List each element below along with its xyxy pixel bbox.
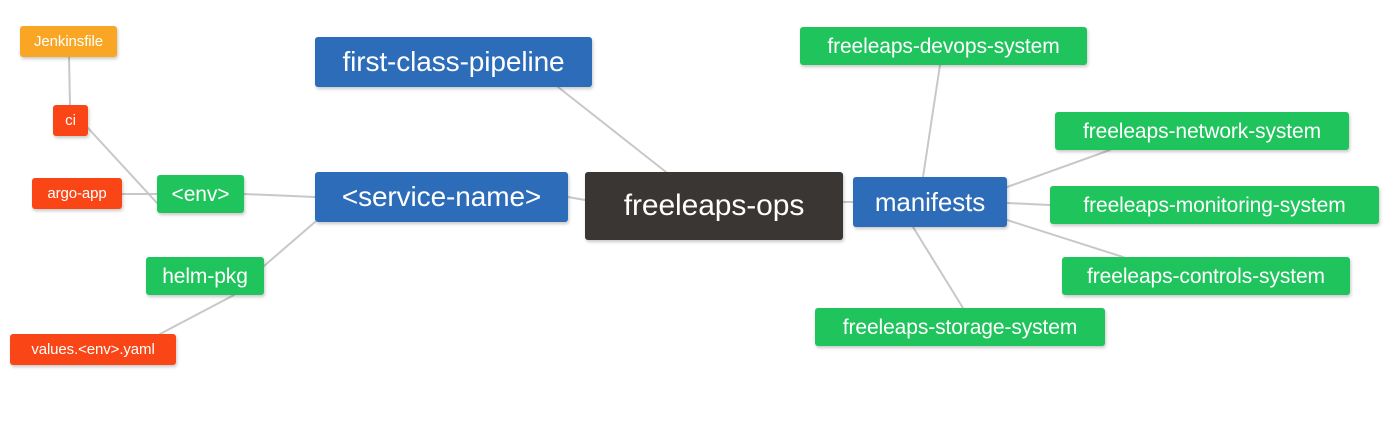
edge-freeleaps-devops-system-to-manifests bbox=[922, 64, 941, 178]
node-label: <env> bbox=[171, 182, 230, 206]
node-label: freeleaps-network-system bbox=[1082, 119, 1321, 143]
node-label: Jenkinsfile bbox=[34, 33, 103, 50]
node-label: argo-app bbox=[47, 185, 107, 202]
edge-manifests-to-freeleaps-monitoring-system bbox=[1006, 202, 1051, 206]
node-argo-app[interactable]: argo-app bbox=[32, 178, 122, 209]
node-env[interactable]: <env> bbox=[157, 175, 244, 213]
edge-jenkinsfile-to-ci bbox=[68, 56, 71, 106]
node-label: freeleaps-storage-system bbox=[842, 315, 1078, 339]
node-jenkinsfile[interactable]: Jenkinsfile bbox=[20, 26, 117, 57]
edge-service-name-to-freeleaps-ops bbox=[567, 196, 586, 201]
node-label: ci bbox=[65, 112, 76, 129]
node-ci[interactable]: ci bbox=[53, 105, 88, 136]
node-label: first-class-pipeline bbox=[342, 46, 565, 77]
node-freeleaps-storage-system[interactable]: freeleaps-storage-system bbox=[815, 308, 1105, 346]
edge-first-class-pipeline-to-freeleaps-ops bbox=[557, 86, 667, 173]
node-label: freeleaps-devops-system bbox=[827, 34, 1060, 58]
node-label: helm-pkg bbox=[162, 264, 248, 288]
edge-manifests-to-freeleaps-storage-system bbox=[912, 226, 964, 309]
node-label: freeleaps-ops bbox=[623, 189, 805, 222]
node-service-name[interactable]: <service-name> bbox=[315, 172, 568, 222]
node-values-yaml[interactable]: values.<env>.yaml bbox=[10, 334, 176, 365]
edge-manifests-to-freeleaps-controls-system bbox=[1006, 219, 1124, 258]
node-freeleaps-network-system[interactable]: freeleaps-network-system bbox=[1055, 112, 1349, 150]
node-label: freeleaps-controls-system bbox=[1087, 264, 1325, 288]
node-first-class-pipeline[interactable]: first-class-pipeline bbox=[315, 37, 592, 87]
node-label: values.<env>.yaml bbox=[31, 341, 155, 358]
edge-values-yaml-to-helm-pkg bbox=[159, 294, 235, 335]
edge-manifests-to-freeleaps-network-system bbox=[1006, 149, 1111, 188]
node-helm-pkg[interactable]: helm-pkg bbox=[146, 257, 264, 295]
node-freeleaps-controls-system[interactable]: freeleaps-controls-system bbox=[1062, 257, 1350, 295]
node-label: manifests bbox=[874, 187, 986, 217]
node-freeleaps-devops-system[interactable]: freeleaps-devops-system bbox=[800, 27, 1087, 65]
node-label: <service-name> bbox=[341, 181, 542, 212]
node-label: freeleaps-monitoring-system bbox=[1083, 193, 1346, 217]
node-freeleaps-ops[interactable]: freeleaps-ops bbox=[585, 172, 843, 240]
edge-helm-pkg-to-service-name bbox=[263, 221, 316, 267]
edge-env-to-service-name bbox=[243, 193, 316, 198]
node-freeleaps-monitoring-system[interactable]: freeleaps-monitoring-system bbox=[1050, 186, 1379, 224]
node-manifests[interactable]: manifests bbox=[853, 177, 1007, 227]
